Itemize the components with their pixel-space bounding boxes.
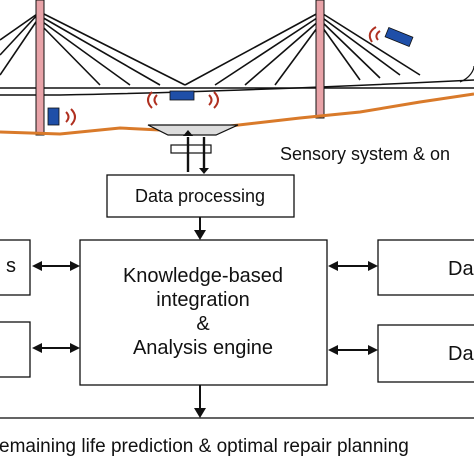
left-top-box: s <box>0 239 31 296</box>
sensory-system-label: Sensory system & on <box>280 144 450 164</box>
analysis-engine-box: Knowledge-based integration & Analysis e… <box>79 239 328 386</box>
engine-line-4: Analysis engine <box>133 337 273 359</box>
bottom-banner-label: emaining life prediction & optimal repai… <box>0 436 409 457</box>
engine-line-2: integration <box>156 289 249 311</box>
right-top-box: Da <box>377 239 474 296</box>
data-processing-label: Data processing <box>135 186 265 206</box>
sensors <box>47 26 414 126</box>
receiver-icon <box>147 124 239 174</box>
engine-line-1: Knowledge-based <box>123 265 283 287</box>
ground-line <box>0 92 474 136</box>
bidirectional-arrows <box>32 261 378 355</box>
bottom-banner-box: emaining life prediction & optimal repai… <box>0 417 474 474</box>
wireless-signal-icons <box>65 26 381 126</box>
right-bottom-box-label: Da <box>448 343 474 365</box>
sensor-icon <box>47 107 60 126</box>
bridge-cables <box>0 11 421 86</box>
right-pylon <box>315 0 325 119</box>
engine-line-3: & <box>196 313 210 335</box>
data-processing-box: Data processing <box>106 174 295 218</box>
left-bottom-box <box>0 321 31 378</box>
left-pylon <box>35 0 45 136</box>
right-bottom-box: Da <box>377 324 474 383</box>
right-top-box-label: Da <box>448 258 474 280</box>
left-top-box-label: s <box>6 255 16 277</box>
sensor-icon <box>169 90 195 101</box>
sensor-icon <box>384 26 414 48</box>
